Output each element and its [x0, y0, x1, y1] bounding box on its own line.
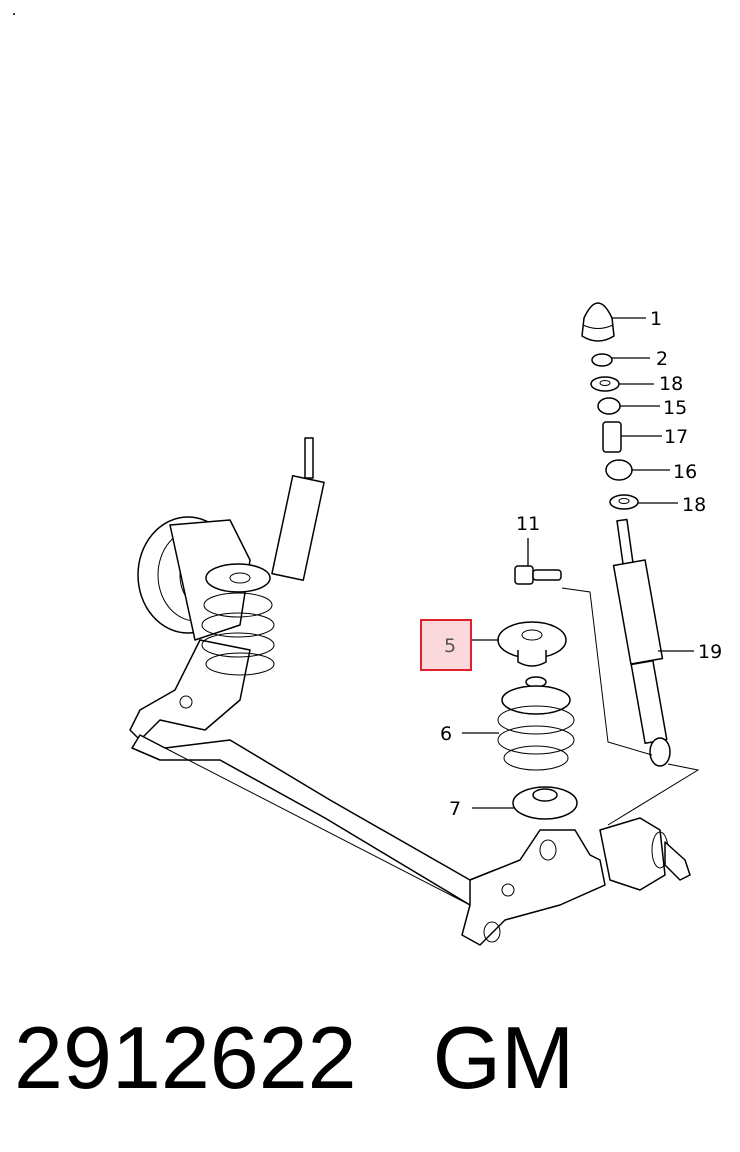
callout-11: 11: [516, 513, 540, 535]
installed-coil-spring: [201, 563, 275, 676]
part-2-nut: [591, 353, 613, 367]
brand-name: GM: [432, 1008, 575, 1107]
callout-18-upper: 18: [659, 373, 683, 395]
callout-5: 5: [444, 635, 456, 657]
part-18-washer-upper: [590, 376, 620, 392]
callout-19: 19: [698, 641, 722, 663]
callout-1: 1: [650, 308, 662, 330]
part-number: 2912622: [14, 1008, 357, 1107]
rear-axle-beam: [129, 516, 691, 946]
part-6-coil-spring: [497, 676, 575, 771]
installed-shock-absorber: [271, 437, 325, 581]
callout-17: 17: [664, 426, 688, 448]
stray-dot: [13, 13, 15, 15]
part-17-spacer-sleeve: [602, 421, 622, 453]
callout-15: 15: [663, 397, 687, 419]
part-7-lower-spring-seat: [512, 786, 578, 820]
part-18-washer-lower: [609, 494, 639, 510]
part-16-bushing: [605, 459, 633, 481]
callout-7: 7: [449, 798, 461, 820]
callout-2: 2: [656, 348, 668, 370]
highlight-box: [420, 619, 472, 671]
callout-6: 6: [440, 723, 452, 745]
callout-18-lower: 18: [682, 494, 706, 516]
leader-lines: [462, 317, 694, 809]
part-5-spring-seat: [497, 621, 567, 667]
callout-16: 16: [673, 461, 697, 483]
part-15-bushing: [597, 397, 621, 415]
part-11-bolt: [514, 565, 562, 585]
part-19-shock-absorber: [612, 518, 671, 767]
installation-guide-lines: [561, 587, 700, 826]
part-caption: 2912622 GM: [14, 1008, 714, 1108]
part-1-bump-stop: [581, 302, 615, 342]
